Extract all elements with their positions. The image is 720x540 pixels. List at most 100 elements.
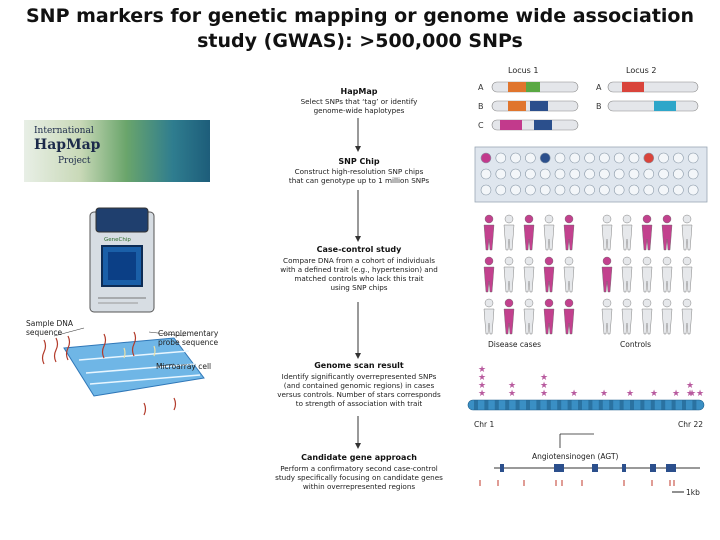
association-star: ★ <box>626 389 634 399</box>
association-star: ★ <box>686 389 694 399</box>
genome-scan: ★★★★★★★★★★★★★★★★★★ <box>467 365 705 411</box>
person-figure <box>681 256 693 293</box>
chip-probe-dot <box>480 152 492 164</box>
person-figure <box>563 256 575 293</box>
chip-probe-dot <box>687 168 699 180</box>
logo-line2: HapMap <box>34 137 101 153</box>
association-star: ★ <box>570 389 578 399</box>
chip-brand: GeneChip <box>104 237 131 243</box>
chip-probe-dot <box>673 184 684 196</box>
chip-probe-dot <box>687 152 699 164</box>
chr22-label: Chr 22 <box>678 420 704 429</box>
step-casecontrol-desc: Compare DNA from a cohort of individuals… <box>280 256 438 292</box>
snp-chip-grid <box>474 146 708 203</box>
chromosome-band <box>484 400 489 410</box>
chromosome-band <box>619 400 624 410</box>
chr1-label: Chr 1 <box>474 420 495 429</box>
chromosome-band <box>474 400 478 410</box>
step-snpchip-title: SNP Chip <box>338 157 380 166</box>
page-title: SNP markers for genetic mapping or genom… <box>25 5 694 52</box>
person-figure <box>523 298 535 335</box>
chip-probe-dot <box>673 152 684 164</box>
person-figure <box>661 214 673 251</box>
chip-probe-dot <box>525 168 536 180</box>
association-star: ★ <box>508 389 516 399</box>
chip-probe-dot <box>554 152 566 164</box>
chip-probe-dot <box>539 168 551 180</box>
person-figure <box>543 298 555 335</box>
person-figure <box>621 256 633 293</box>
chip-probe-dot <box>525 184 536 196</box>
chromosome-band <box>557 400 562 410</box>
person-figure <box>681 298 693 335</box>
person-figure <box>641 214 653 251</box>
gene-name-label: Angiotensinogen (AGT) <box>532 452 619 461</box>
flow-arrows <box>355 118 361 449</box>
person-figure <box>543 256 555 293</box>
chromosome-band <box>661 400 666 410</box>
person-figure <box>503 256 515 293</box>
step-candidate-desc: Perform a confirmatory second case-contr… <box>275 464 443 491</box>
chip-probe-dot <box>539 184 551 196</box>
chip-probe-dot <box>628 168 640 180</box>
person-figure <box>523 256 535 293</box>
person-figure <box>543 214 555 251</box>
chromosome-band <box>494 400 499 410</box>
chip-probe-dot <box>480 184 492 196</box>
scale-label: 1kb <box>686 488 700 497</box>
chip-probe-dot <box>643 152 655 164</box>
association-star: ★ <box>478 365 486 375</box>
chromosome-band <box>567 400 572 410</box>
snp-chip-device <box>89 207 155 313</box>
step-genomescan-desc: Identify significantly overrepresented S… <box>277 372 441 408</box>
chip-probe-dot <box>569 168 581 180</box>
person-figure <box>601 214 613 251</box>
chip-probe-dot <box>599 168 610 180</box>
association-star: ★ <box>540 381 548 391</box>
association-star: ★ <box>508 381 516 391</box>
chip-probe-dot <box>658 168 669 180</box>
locus2-row-a: A <box>596 83 602 92</box>
person-figure <box>503 214 515 251</box>
locus1-row-a: A <box>478 83 484 92</box>
chip-probe-dot <box>687 184 699 196</box>
person-figure <box>621 298 633 335</box>
chip-probe-dot <box>643 168 655 180</box>
chip-probe-dot <box>673 168 684 180</box>
person-figure <box>563 214 575 251</box>
chip-probe-dot <box>510 168 521 180</box>
chromosome-band <box>546 400 551 410</box>
step-candidate-title: Candidate gene approach <box>301 453 417 462</box>
person-figure <box>523 214 535 251</box>
chip-probe-dot <box>584 168 595 180</box>
chip-probe-dot <box>495 184 507 196</box>
step-genomescan-title: Genome scan result <box>314 361 404 370</box>
association-star: ★ <box>540 389 548 399</box>
chromosome-band <box>578 400 582 410</box>
loci-haplotypes <box>491 81 699 131</box>
chip-probe-dot <box>510 152 521 164</box>
person-figure <box>681 214 693 251</box>
person-figure <box>503 298 515 335</box>
hapmap-logo: International HapMap Project <box>24 120 210 182</box>
chromosome-band <box>588 400 593 410</box>
chip-probe-dot <box>613 184 625 196</box>
microarray-cell-label: Microarray cell <box>156 362 212 371</box>
person-figure <box>661 256 673 293</box>
logo-line1: International <box>34 126 94 136</box>
chip-probe-dot <box>480 168 492 180</box>
chip-probe-dot <box>510 184 521 196</box>
chip-probe-dot <box>584 152 595 164</box>
chromosome-band <box>650 400 655 410</box>
chip-probe-dot <box>539 152 551 164</box>
candidate-gene <box>479 433 700 493</box>
chip-probe-dot <box>554 184 566 196</box>
chromosome-band <box>671 400 676 410</box>
association-star: ★ <box>478 381 486 391</box>
person-figure <box>661 298 673 335</box>
person-figure <box>483 214 495 251</box>
chromosome-band <box>536 400 541 410</box>
